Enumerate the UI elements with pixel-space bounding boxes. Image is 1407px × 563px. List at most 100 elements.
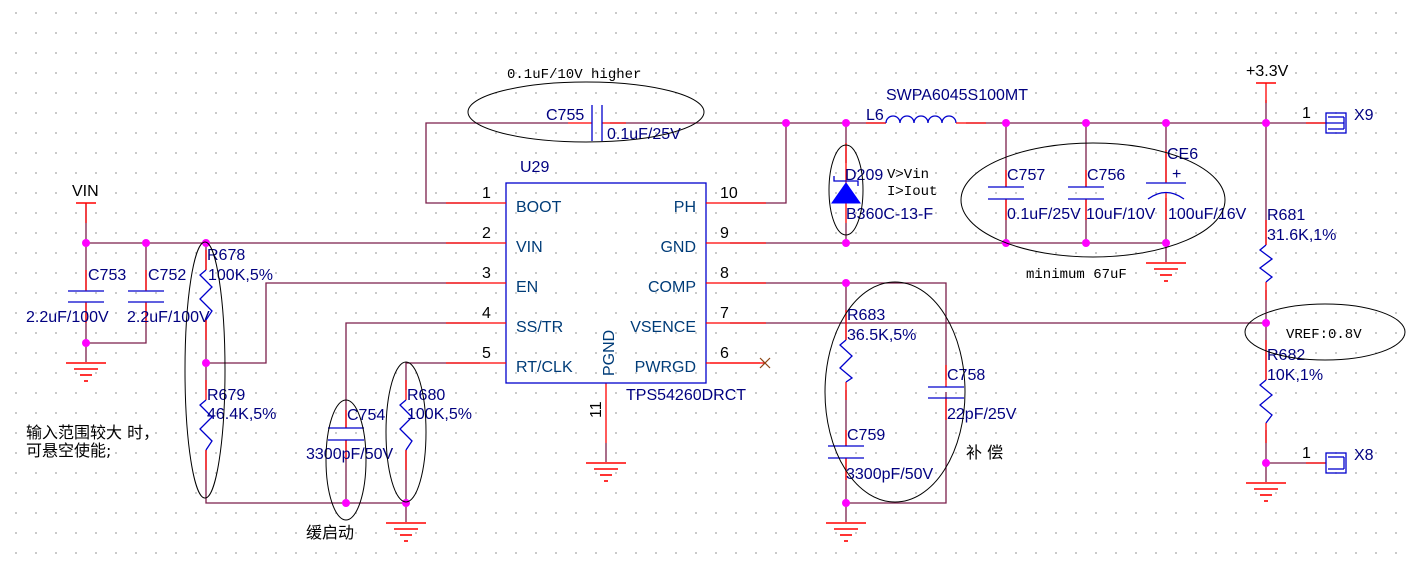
inductor-l6[interactable]: L6 SWPA6045S100MT <box>866 87 1028 124</box>
component-ref: C758 <box>947 367 985 384</box>
capacitor-ce6[interactable]: + CE6 100uF/16V <box>1146 146 1247 223</box>
component-ref: C753 <box>88 267 126 284</box>
pin-name: COMP <box>648 279 696 296</box>
ground-icon <box>66 362 106 382</box>
vin-power-symbol <box>76 202 96 223</box>
pin-number: 3 <box>482 265 491 282</box>
capacitor-c757[interactable]: C757 0.1uF/25V <box>988 167 1081 223</box>
junction-dot <box>1162 239 1170 247</box>
ic-part-number: TPS54260DRCT <box>626 387 746 404</box>
component-value: 100K,5% <box>407 406 472 423</box>
component-ref: CE6 <box>1167 146 1198 163</box>
pin-name: PH <box>674 199 696 216</box>
junction-dot <box>842 239 850 247</box>
component-ref: X9 <box>1354 107 1374 124</box>
component-ref: R679 <box>207 387 245 404</box>
junction-dot <box>402 499 410 507</box>
pin-name: VIN <box>516 239 543 256</box>
junctions <box>82 119 1270 507</box>
component-value: 31.6K,1% <box>1267 227 1336 244</box>
note-diode-v: V>Vin <box>887 167 929 183</box>
wire-ph <box>730 123 787 204</box>
junction-dot <box>1162 119 1170 127</box>
connector-x9[interactable]: 1 X9 <box>1302 105 1374 134</box>
pin-name-pgnd: PGND <box>601 330 618 376</box>
ground-icon <box>586 462 626 482</box>
diode-d209[interactable]: D209 B360C-13-F <box>831 143 933 223</box>
component-ref: R680 <box>407 387 445 404</box>
vout-power-symbol <box>1256 82 1276 103</box>
resistor-r678[interactable]: R678 100K,5% <box>199 247 273 340</box>
component-ref: C759 <box>847 427 885 444</box>
wire-rt-clk <box>405 362 480 390</box>
resistor-r680[interactable]: R680 100K,5% <box>399 380 472 470</box>
component-ref: C756 <box>1087 167 1125 184</box>
resistor-r682[interactable]: R682 10K,1% <box>1258 340 1323 443</box>
pin-number: 9 <box>720 225 729 242</box>
component-ref: L6 <box>866 107 884 124</box>
pin-name: RT/CLK <box>516 359 573 376</box>
pin-number: 1 <box>482 185 491 202</box>
note-ellipse-diode <box>828 144 864 236</box>
junction-dot <box>1262 459 1270 467</box>
note-vref: VREF:0.8V <box>1286 327 1362 343</box>
resistor-r681[interactable]: R681 31.6K,1% <box>1258 207 1336 300</box>
junction-dot <box>202 359 210 367</box>
pin-name: EN <box>516 279 538 296</box>
note-compensation: 补 偿 <box>966 443 1003 462</box>
capacitor-c759[interactable]: C759 3300pF/50V <box>828 427 934 483</box>
note-enable-2: 可悬空使能; <box>26 441 111 460</box>
component-ref: D209 <box>845 167 883 184</box>
component-value: 2.2uF/100V <box>26 309 109 326</box>
capacitor-c753[interactable]: C753 2.2uF/100V <box>26 267 126 326</box>
component-value: SWPA6045S100MT <box>886 87 1028 104</box>
capacitor-c754[interactable]: C754 3300pF/50V <box>306 407 394 463</box>
capacitor-c758[interactable]: C758 22pF/25V <box>928 365 1017 423</box>
component-value: 2.2uF/100V <box>127 309 210 326</box>
pin-name: GND <box>660 239 696 256</box>
junction-dot <box>142 239 150 247</box>
wire-comp-bottom <box>845 392 947 504</box>
ic-u29[interactable]: U29 TPS54260DRCT 1 2 3 4 5 BOOT VIN EN S… <box>446 159 766 418</box>
note-enable-1: 输入范围较大 时， <box>26 423 159 442</box>
component-value: 100K,5% <box>208 267 273 284</box>
pin-name: VSENCE <box>630 319 696 336</box>
component-value: B360C-13-F <box>846 206 933 223</box>
pin-number: 7 <box>720 305 729 322</box>
resistor-r679[interactable]: R679 46.4K,5% <box>199 380 276 470</box>
note-ellipse-out-caps <box>960 142 1226 258</box>
junction-dot <box>1082 119 1090 127</box>
component-ref: R682 <box>1267 347 1305 364</box>
vout-net-label: +3.3V <box>1246 63 1289 80</box>
connector-pin: 1 <box>1302 445 1311 462</box>
component-ref: R678 <box>207 247 245 264</box>
junction-dot <box>342 499 350 507</box>
junction-dot <box>1262 119 1270 127</box>
component-value: 46.4K,5% <box>207 406 276 423</box>
capacitor-c752[interactable]: C752 2.2uF/100V <box>127 267 210 326</box>
capacitor-c756[interactable]: C756 10uF/10V <box>1068 167 1156 223</box>
component-value: 36.5K,5% <box>847 327 916 344</box>
resistor-r683[interactable]: R683 36.5K,5% <box>839 307 916 400</box>
component-value: 0.1uF/25V <box>1007 206 1081 223</box>
note-soft-start: 缓启动 <box>306 523 354 542</box>
capacitor-c755[interactable]: C755 0.1uF/25V <box>546 105 681 143</box>
component-value: 100uF/16V <box>1168 206 1247 223</box>
pin-number: 8 <box>720 265 729 282</box>
pin-name: BOOT <box>516 199 562 216</box>
component-ref: X8 <box>1354 447 1374 464</box>
component-ref: C754 <box>347 407 385 424</box>
junction-dot <box>202 239 210 247</box>
pin-name: PWRGD <box>635 359 696 376</box>
pin-number-pgnd: 11 <box>588 401 605 418</box>
pin-name: SS/TR <box>516 319 563 336</box>
component-ref: R681 <box>1267 207 1305 224</box>
component-value: 0.1uF/25V <box>607 126 681 143</box>
component-value: 22pF/25V <box>947 406 1017 423</box>
connector-x8[interactable]: 1 X8 <box>1302 445 1374 474</box>
note-ellipse-ss <box>325 399 367 521</box>
component-ref: R683 <box>847 307 885 324</box>
ground-icon <box>1146 262 1186 282</box>
polarity-plus: + <box>1172 166 1181 183</box>
